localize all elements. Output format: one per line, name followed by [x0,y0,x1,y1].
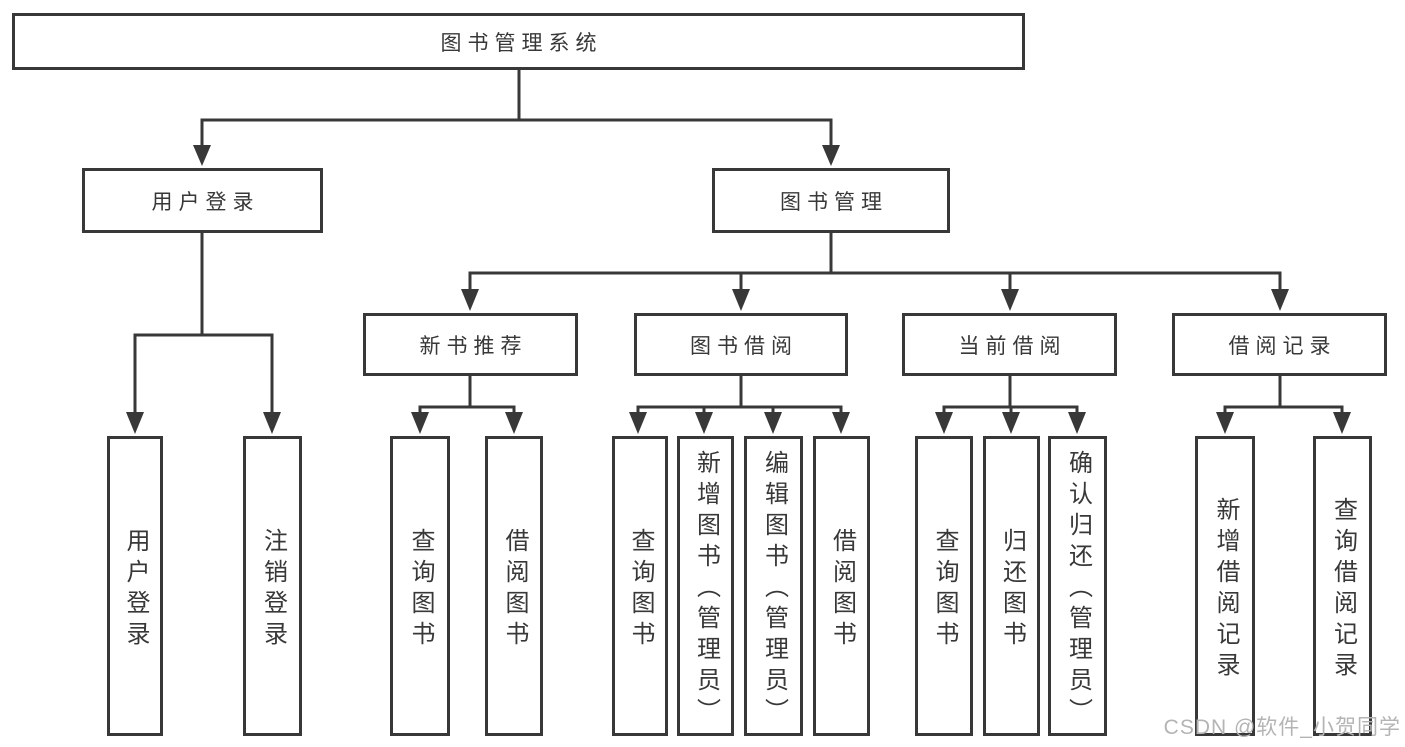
leaf-query-books-1: 查询图书 [390,436,450,736]
header-current-borrow: 当前借阅 [902,313,1117,376]
leaf-query-borrow-record: 查询借阅记录 [1313,436,1372,736]
leaf-query-books-2: 查询图书 [612,436,668,736]
leaf-user-login-label: 用户登录 [122,527,149,652]
leaf-add-borrow-record-label: 新增借阅记录 [1212,496,1239,683]
leaf-borrow-books-1-label: 借阅图书 [501,527,528,652]
leaf-query-books-3: 查询图书 [915,436,973,736]
leaf-query-books-3-label: 查询图书 [931,527,958,652]
leaf-borrow-books-1: 借阅图书 [485,436,543,736]
branch-book-management: 图书管理 [712,168,950,233]
leaf-add-book-admin: 新增图书（管理员） [677,436,734,736]
leaf-return-book-label: 归还图书 [998,527,1026,652]
branch-user-login: 用户登录 [82,168,323,233]
leaf-edit-book-admin: 编辑图书（管理员） [744,436,803,736]
leaf-return-book: 归还图书 [983,436,1040,736]
leaf-add-borrow-record: 新增借阅记录 [1195,436,1255,736]
node-root: 图书管理系统 [12,13,1025,70]
header-book-borrow: 图书借阅 [634,313,848,376]
leaf-add-book-admin-label: 新增图书（管理员） [692,450,720,729]
header-new-book-recommend: 新书推荐 [363,313,578,376]
leaf-user-login: 用户登录 [107,436,163,736]
leaf-logout-label: 注销登录 [259,527,287,652]
leaf-query-books-1-label: 查询图书 [407,527,434,652]
leaf-confirm-return-admin: 确认归还（管理员） [1048,436,1107,736]
leaf-query-books-2-label: 查询图书 [627,527,654,652]
leaf-confirm-return-admin-label: 确认归还（管理员） [1064,450,1092,729]
leaf-logout: 注销登录 [243,436,302,736]
leaf-edit-book-admin-label: 编辑图书（管理员） [760,450,788,729]
leaf-borrow-books-2-label: 借阅图书 [828,527,856,652]
leaf-borrow-books-2: 借阅图书 [813,436,870,736]
header-borrow-records: 借阅记录 [1172,313,1387,376]
leaf-query-borrow-record-label: 查询借阅记录 [1329,496,1357,683]
watermark: CSDN @软件_小贺同学 [1163,716,1401,739]
arrowheads [126,145,1351,434]
